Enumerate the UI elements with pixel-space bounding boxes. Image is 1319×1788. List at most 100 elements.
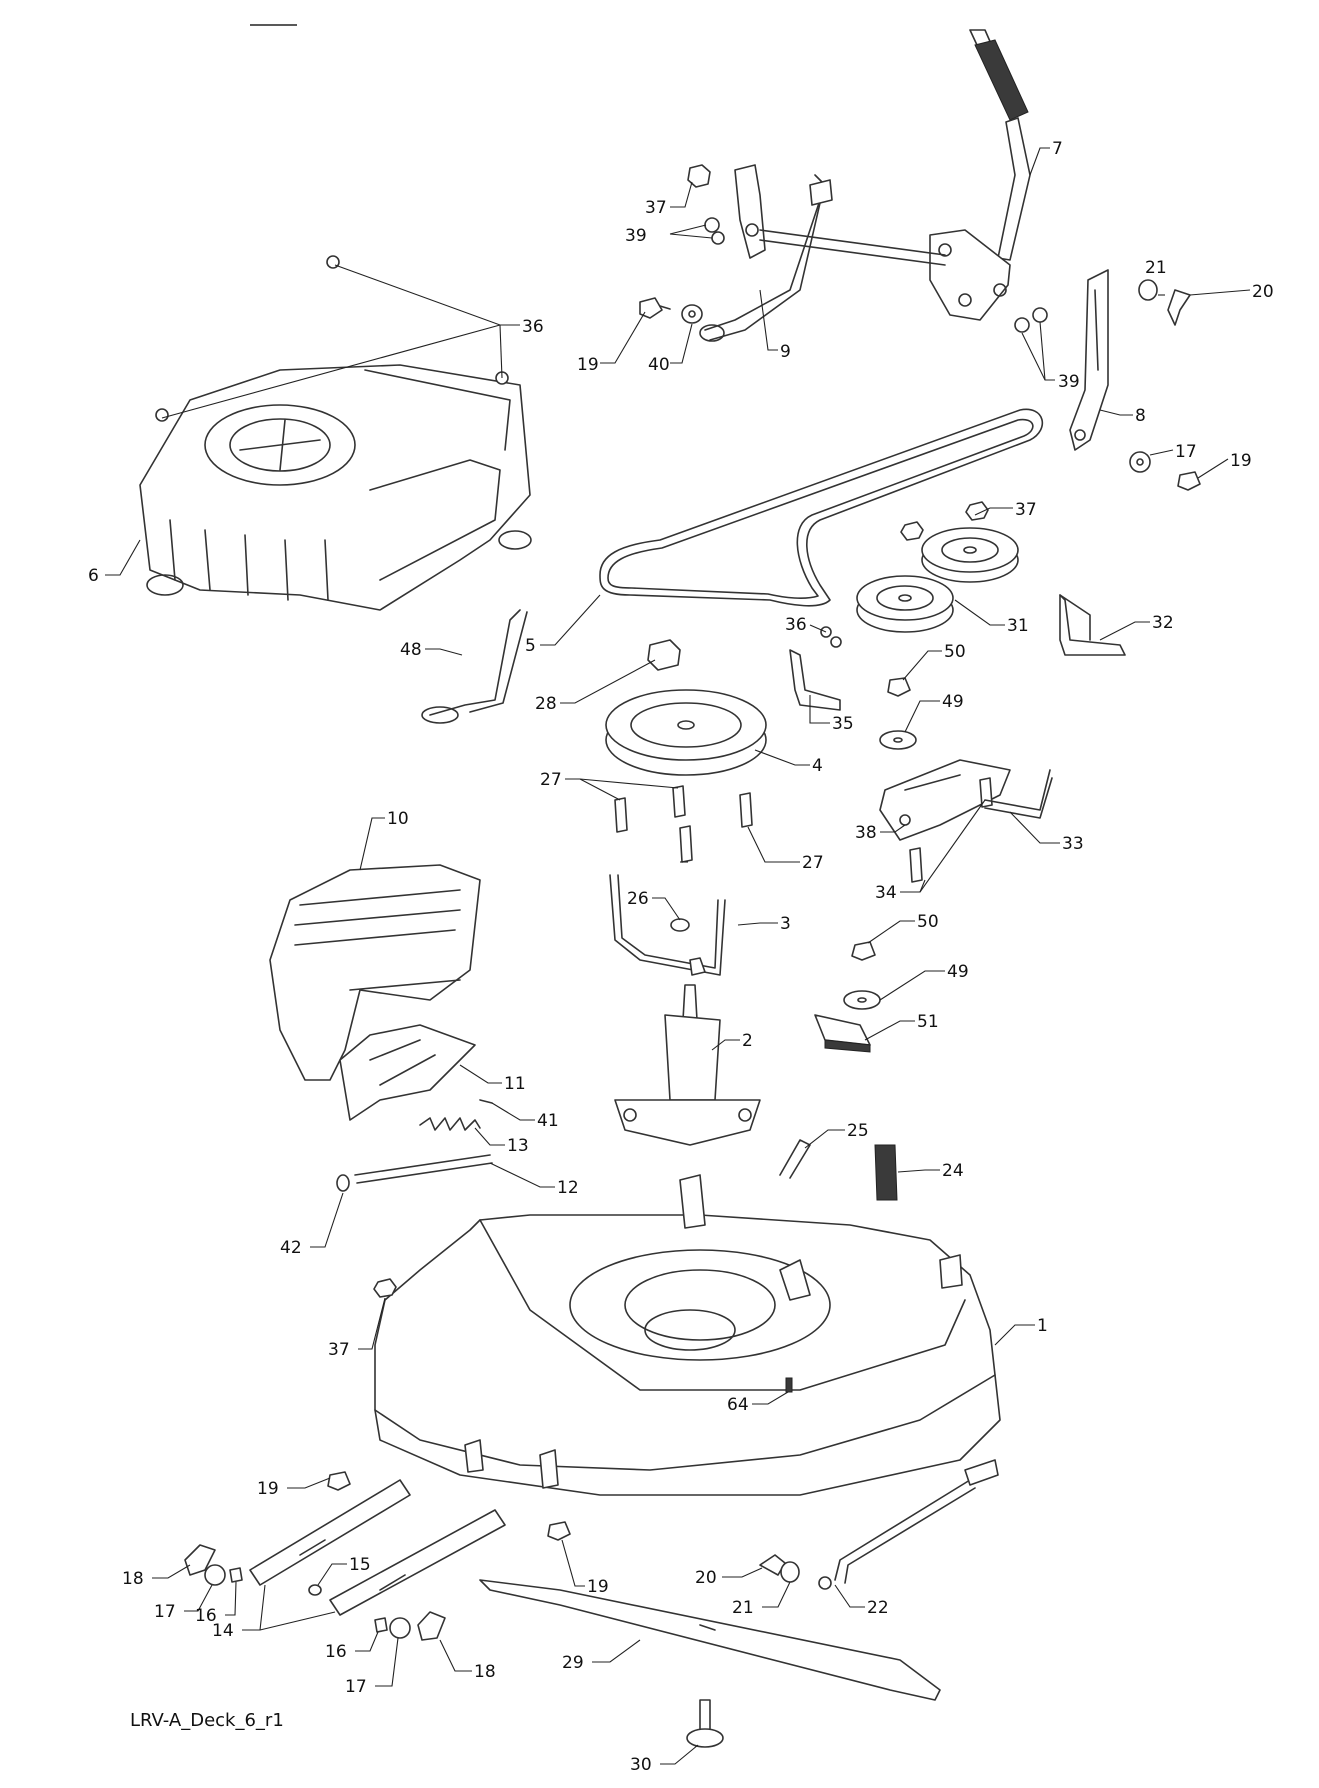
callout-4: 4 <box>812 756 823 776</box>
nut-37-pulley <box>900 501 989 541</box>
washer-17-lower <box>389 1617 411 1639</box>
callout-29: 29 <box>562 1653 584 1673</box>
callout-10: 10 <box>387 809 409 829</box>
part-64-pin <box>785 1377 793 1393</box>
leader-lines <box>105 147 1251 1765</box>
fastener-39-right <box>1014 307 1048 333</box>
callout-32: 32 <box>1152 613 1174 633</box>
part-14-links <box>249 1479 506 1616</box>
callout-24: 24 <box>942 1161 964 1181</box>
part-7-lift-lever <box>929 29 1031 321</box>
nut-26 <box>670 918 690 932</box>
part-30-bolt <box>686 1699 724 1748</box>
fastener-39-top <box>704 217 725 245</box>
part-5-drive-belt <box>599 408 1044 607</box>
callout-28: 28 <box>535 694 557 714</box>
part-51-block <box>814 1014 871 1053</box>
callout-21: 21 <box>1145 258 1167 278</box>
washer-40 <box>681 304 703 324</box>
callout-39: 39 <box>1058 372 1080 392</box>
part-6-belt-cover <box>139 364 532 611</box>
callout-13: 13 <box>507 1136 529 1156</box>
callout-31: 31 <box>1007 616 1029 636</box>
callout-19: 19 <box>257 1479 279 1499</box>
pin-16-lower <box>374 1617 388 1633</box>
part-9-lift-rod <box>699 164 946 342</box>
callout-1: 1 <box>1037 1316 1048 1336</box>
callout-9: 9 <box>780 342 791 362</box>
part-11-deflector <box>339 1024 476 1121</box>
part-3-bracket <box>609 874 726 976</box>
part-34-bolts <box>909 777 993 883</box>
clip-18-lower <box>417 1611 446 1641</box>
callout-50: 50 <box>944 642 966 662</box>
callout-41: 41 <box>537 1111 559 1131</box>
callout-7: 7 <box>1052 139 1063 159</box>
part-22-rod <box>818 1459 999 1590</box>
callout-37: 37 <box>328 1340 350 1360</box>
part-48-rod <box>421 609 528 724</box>
screws-36-bracket <box>820 626 842 648</box>
callout-21: 21 <box>732 1598 754 1618</box>
callout-36: 36 <box>522 317 544 337</box>
callout-3: 3 <box>780 914 791 934</box>
bolt-19-lower-left <box>327 1471 351 1491</box>
callout-16: 16 <box>325 1642 347 1662</box>
callout-26: 26 <box>627 889 649 909</box>
callout-20: 20 <box>695 1568 717 1588</box>
callout-25: 25 <box>847 1121 869 1141</box>
callout-30: 30 <box>630 1755 652 1775</box>
bolts-27 <box>614 785 753 863</box>
part-32-bracket <box>1059 594 1126 656</box>
part-35-bracket <box>789 649 841 711</box>
callout-labels: 7 37 39 21 20 36 19 40 9 39 8 17 19 37 6… <box>88 139 1274 1775</box>
callout-19: 19 <box>1230 451 1252 471</box>
bolt-50-lower <box>851 941 876 961</box>
bolt-19-lower-mid <box>547 1521 571 1541</box>
part-29-blade <box>479 1579 941 1701</box>
callout-37: 37 <box>645 198 667 218</box>
callout-49: 49 <box>947 962 969 982</box>
callout-18: 18 <box>474 1662 496 1682</box>
callout-38: 38 <box>855 823 877 843</box>
callout-18: 18 <box>122 1569 144 1589</box>
part-24-spring <box>874 1144 898 1201</box>
callout-27: 27 <box>802 853 824 873</box>
callout-37: 37 <box>1015 500 1037 520</box>
bolt-19-right <box>1177 471 1201 491</box>
callout-27: 27 <box>540 770 562 790</box>
part-2-spindle <box>614 984 761 1146</box>
callout-35: 35 <box>832 714 854 734</box>
callout-39: 39 <box>625 226 647 246</box>
callout-17: 17 <box>154 1602 176 1622</box>
clip-20-top <box>1167 289 1191 326</box>
part-4-blade-pulley <box>605 689 767 776</box>
callout-34: 34 <box>875 883 897 903</box>
callout-40: 40 <box>648 355 670 375</box>
callout-42: 42 <box>280 1238 302 1258</box>
callout-19: 19 <box>587 1577 609 1597</box>
callout-2: 2 <box>742 1031 753 1051</box>
part-10-discharge-guard <box>269 864 481 1081</box>
callout-51: 51 <box>917 1012 939 1032</box>
washer-21-top <box>1138 279 1158 301</box>
part-15-nut <box>308 1584 322 1596</box>
callout-50: 50 <box>917 912 939 932</box>
callout-14: 14 <box>212 1621 234 1641</box>
bolt-50-top <box>887 677 911 697</box>
washer-49-top <box>879 730 917 750</box>
part-33-bracket <box>984 769 1053 819</box>
clip-18-upper <box>184 1544 216 1576</box>
washer-49-lower <box>843 990 881 1010</box>
callout-17: 17 <box>345 1677 367 1697</box>
part-25-hairpin <box>779 1139 811 1179</box>
fastener-37-top <box>687 164 711 188</box>
part-1-mower-deck <box>374 1174 1001 1496</box>
callout-6: 6 <box>88 566 99 586</box>
callout-5: 5 <box>525 636 536 656</box>
part-41-pin <box>479 1099 493 1104</box>
callout-33: 33 <box>1062 834 1084 854</box>
callout-19: 19 <box>577 355 599 375</box>
callout-17: 17 <box>1175 442 1197 462</box>
callout-8: 8 <box>1135 406 1146 426</box>
